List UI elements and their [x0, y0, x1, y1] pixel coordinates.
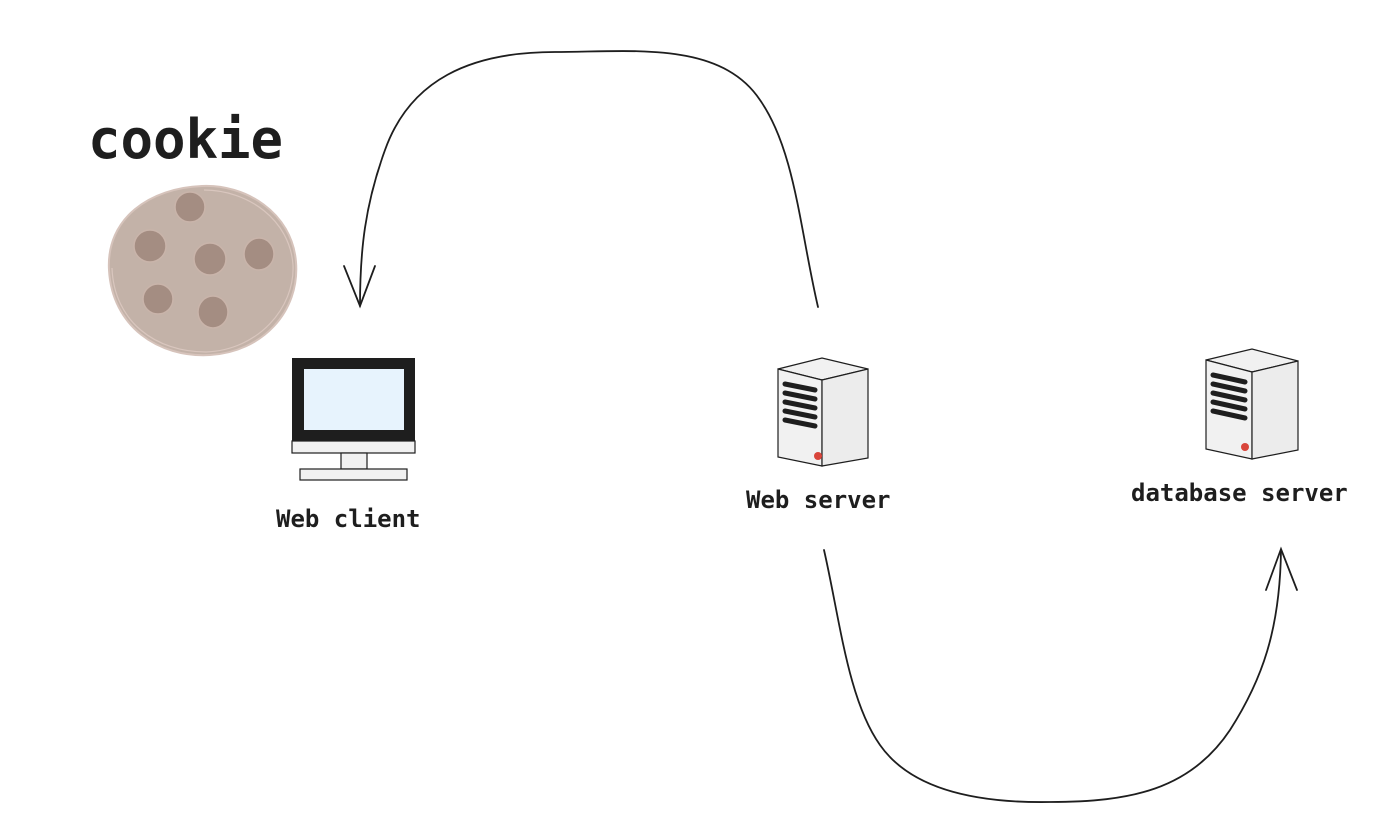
arrow-server-to-database — [823, 546, 1298, 803]
cookie-chips — [133, 191, 275, 329]
cookie-icon — [107, 184, 298, 357]
monitor-icon — [291, 358, 416, 481]
arrow-server-to-client — [343, 50, 819, 309]
database-server-icon — [1205, 348, 1299, 460]
web-server-label: Web server — [746, 486, 891, 514]
cookie-title: cookie — [88, 108, 284, 171]
web-client-label: Web client — [276, 505, 421, 533]
database-server-label: database server — [1131, 479, 1348, 507]
web-server-icon — [777, 357, 869, 467]
